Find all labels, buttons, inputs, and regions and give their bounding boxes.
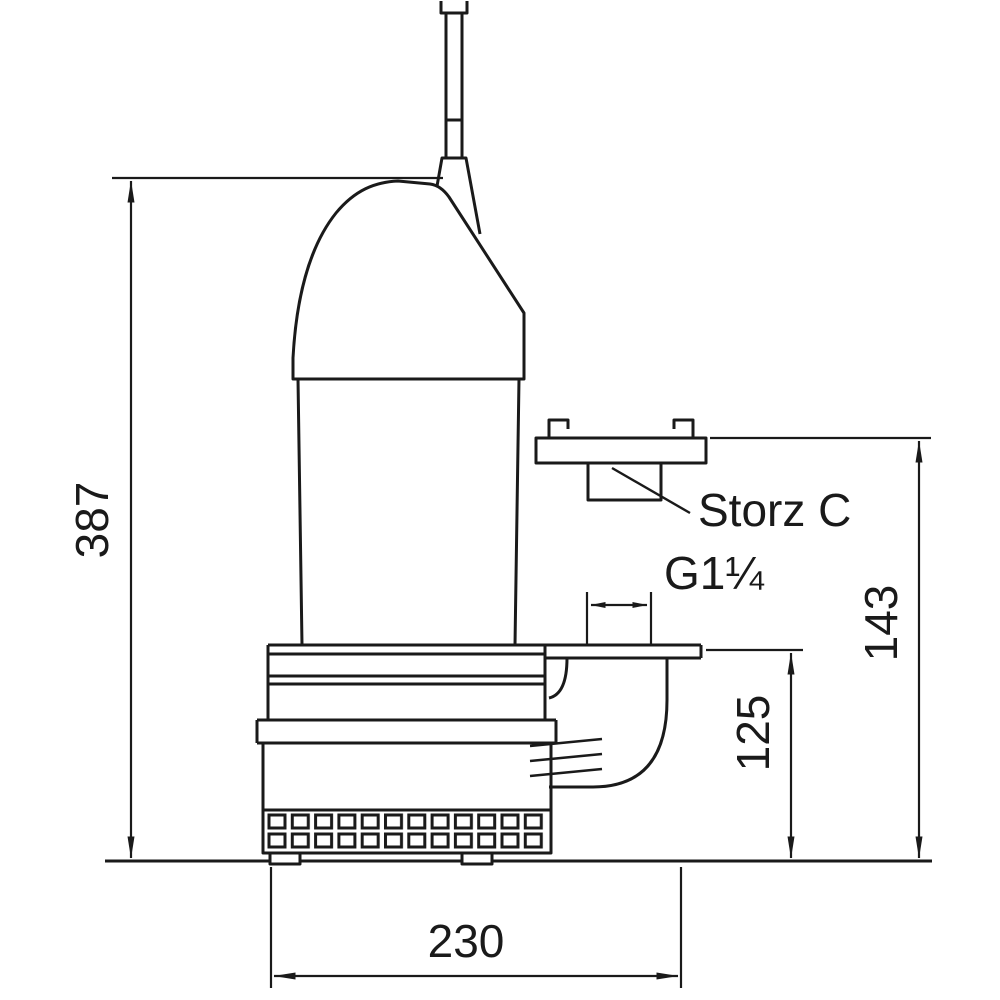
elbow-break-lines [529, 737, 603, 778]
dimension-labels-group: 387 143 125 230 G1¼ Storz C [66, 482, 907, 967]
foot-right [460, 851, 494, 866]
storz-leader-line [611, 466, 691, 515]
bracket-hook-right [672, 418, 695, 438]
label-storz-coupling: Storz C [698, 484, 851, 536]
foot-left [268, 851, 302, 866]
power-cable [444, 13, 464, 158]
discharge-elbow-inner [548, 657, 569, 700]
label-base-width: 230 [428, 915, 505, 967]
label-total-height: 387 [66, 482, 118, 559]
label-bracket-height: 143 [855, 585, 907, 662]
coupling-bracket-plate [534, 436, 708, 465]
strainer-mesh [267, 813, 547, 851]
label-outlet-height: 125 [727, 695, 779, 772]
pump-outline-group [105, 1, 932, 866]
label-thread-size: G1¼ [664, 547, 764, 599]
dim-base-extension-lines [269, 867, 683, 988]
dim-thread-extension-lines [585, 592, 653, 646]
storz-coupling-socket [586, 463, 663, 502]
pump-base-band [255, 718, 558, 745]
dimension-lines-group [112, 176, 931, 988]
pump-body [296, 378, 521, 646]
pump-lower-body [261, 743, 553, 810]
motor-housing-dome [291, 179, 526, 381]
pump-flange-stack [266, 643, 547, 720]
discharge-flange [545, 643, 703, 660]
bracket-hook-left [547, 418, 570, 438]
discharge-elbow-outer [549, 658, 669, 789]
cable-plug [439, 1, 469, 15]
